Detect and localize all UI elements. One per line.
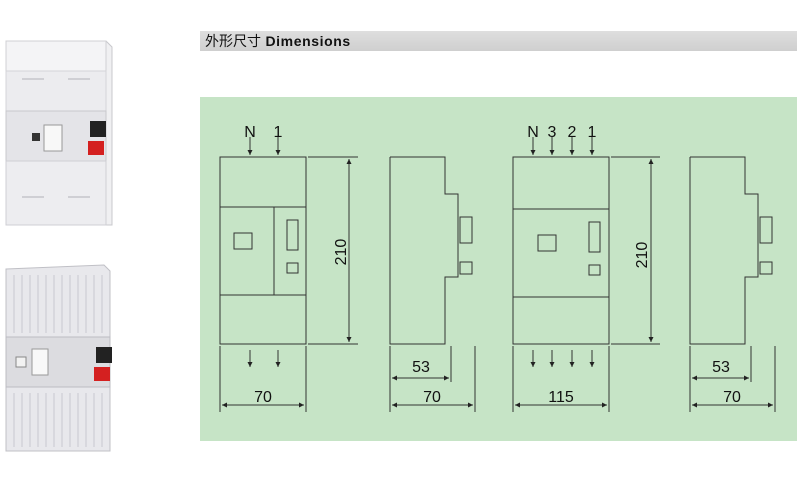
title-cn: 外形尺寸 <box>205 34 261 50</box>
side-width-label: 70 <box>423 389 441 406</box>
terminal-label-n: N <box>527 124 539 141</box>
terminal-label-3: 3 <box>548 124 557 141</box>
width-label: 70 <box>254 389 272 406</box>
product-photo-four-pole <box>4 263 114 453</box>
side-view-two-pole <box>389 156 476 412</box>
terminal-label-2: 2 <box>568 124 577 141</box>
width-label: 115 <box>548 389 574 406</box>
product-photo-two-pole <box>4 37 114 227</box>
dimension-drawings-panel: N 1 210 70 53 70 N 3 2 1 210 115 53 70 <box>200 97 797 441</box>
page-title: 外形尺寸 Dimensions <box>205 33 351 50</box>
front-view-four-pole <box>512 137 660 412</box>
title-en: Dimensions <box>265 33 351 49</box>
terminal-label-1: 1 <box>588 124 597 141</box>
terminal-label-1: 1 <box>274 124 283 141</box>
header-bar <box>200 31 797 51</box>
side-width-label: 70 <box>723 389 741 406</box>
terminal-label-n: N <box>244 124 256 141</box>
front-view-two-pole <box>219 137 358 412</box>
height-label: 210 <box>634 242 651 269</box>
height-label: 210 <box>333 239 350 266</box>
side-depth-label: 53 <box>712 359 730 376</box>
side-depth-label: 53 <box>412 359 430 376</box>
side-view-four-pole <box>689 156 776 412</box>
